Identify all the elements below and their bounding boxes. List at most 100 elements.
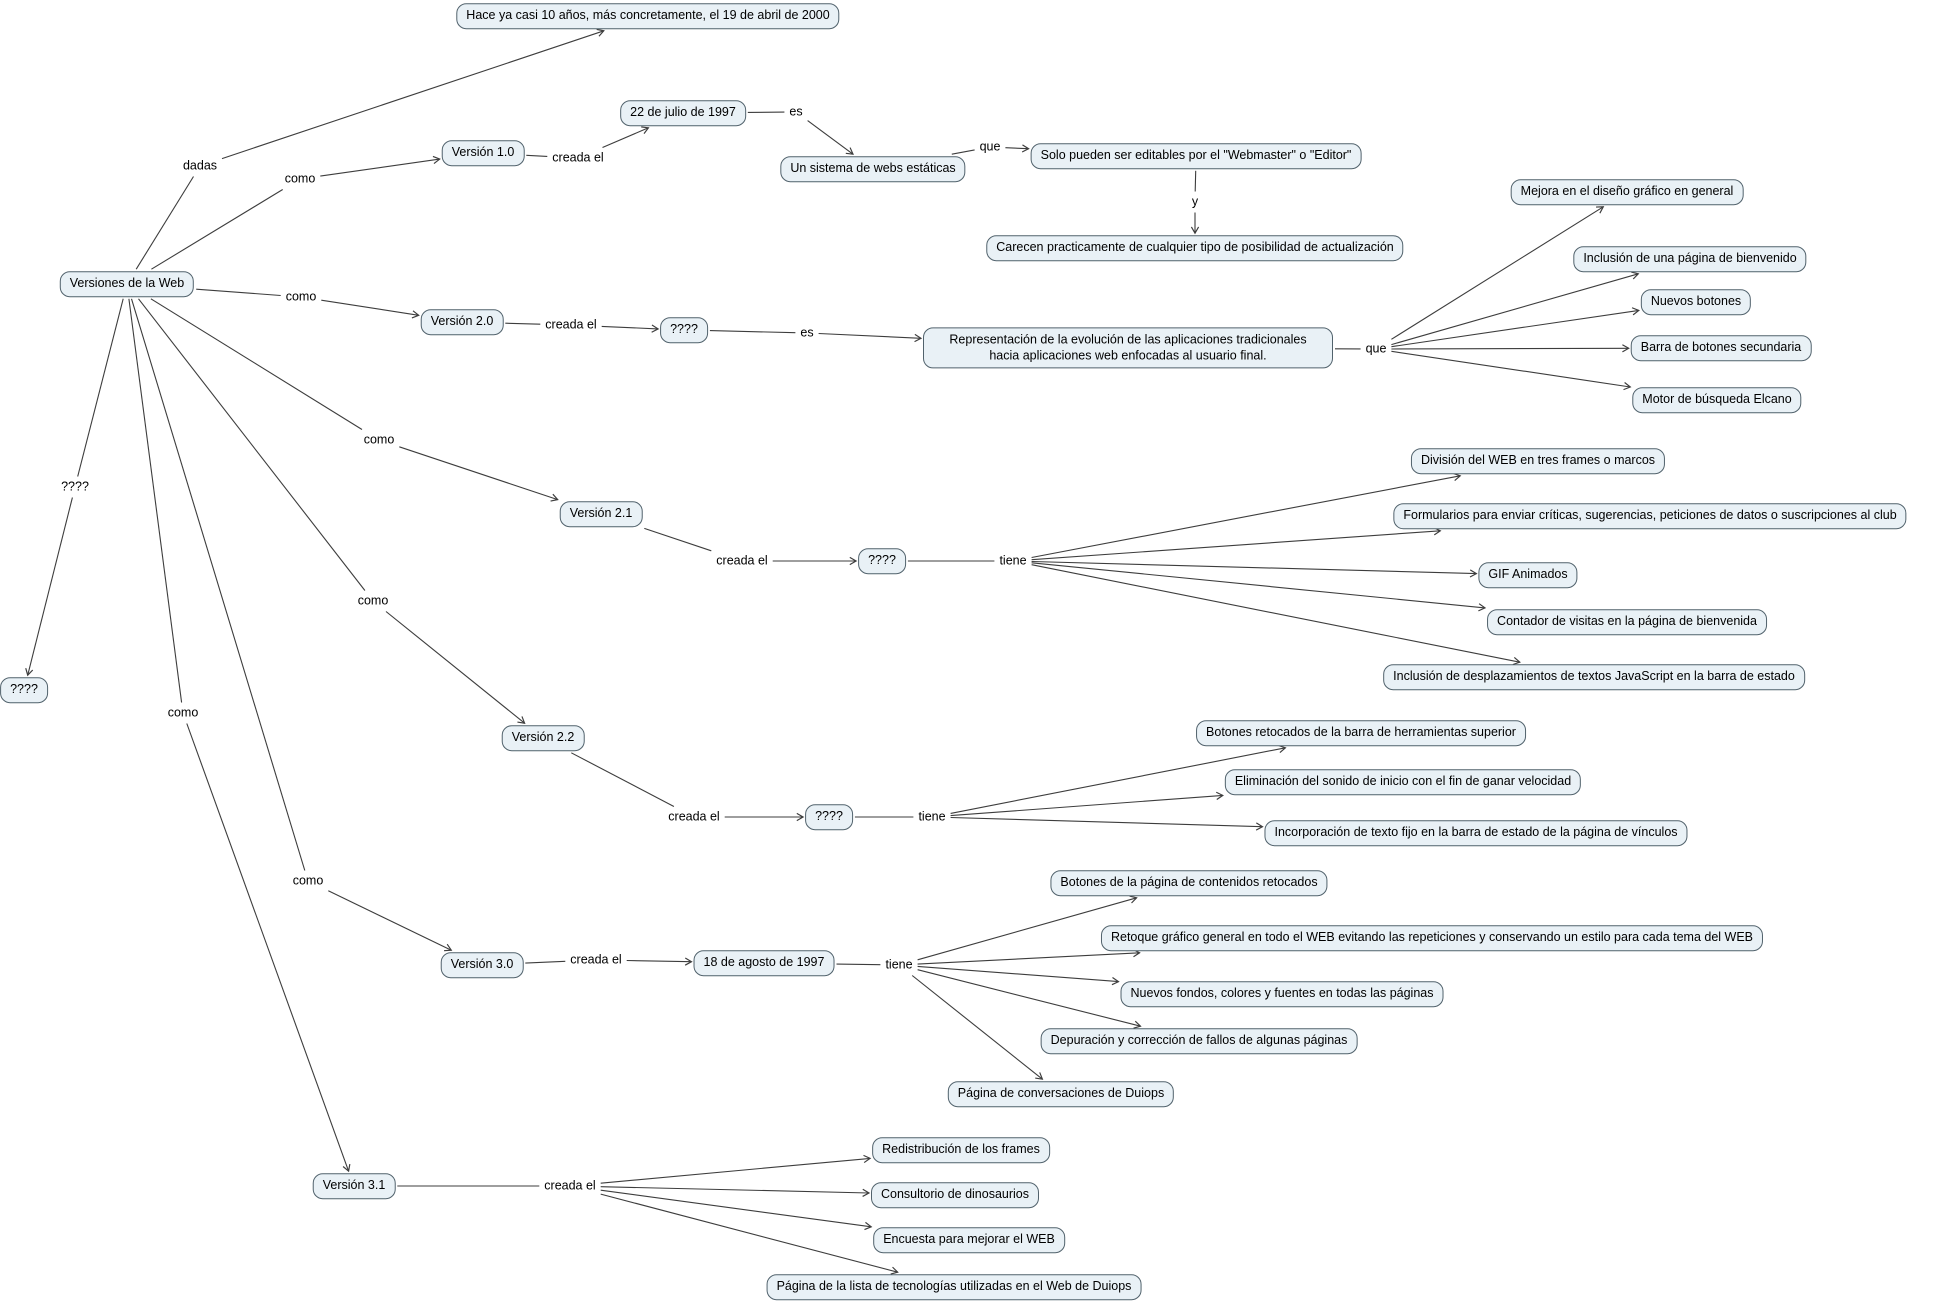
connector-line	[807, 120, 854, 155]
concept-version-2-0[interactable]: Versión 2.0	[420, 309, 504, 335]
link-label-que-interrogacion[interactable]: ????	[61, 479, 89, 494]
concept-fecha-2-2[interactable]: ????	[805, 804, 853, 830]
connector-line	[644, 527, 712, 552]
connector-line	[1031, 562, 1487, 612]
connector-line	[328, 890, 453, 952]
link-label-tiene-3[interactable]: tiene	[885, 957, 913, 972]
link-label-tiene-2[interactable]: tiene	[918, 809, 946, 824]
link-label-creada-el-2[interactable]: creada el	[545, 317, 597, 332]
link-label-como-2[interactable]: como	[285, 289, 317, 304]
connector-line	[1391, 271, 1640, 346]
link-label-que-1[interactable]: que	[979, 139, 1001, 154]
link-label-como-3[interactable]: como	[363, 432, 395, 447]
connector-line	[1391, 206, 1605, 340]
connector-line	[1031, 560, 1478, 578]
connector-line	[196, 288, 281, 297]
concept-version-2-2[interactable]: Versión 2.2	[501, 725, 585, 751]
connector-line	[917, 969, 1142, 1029]
concept-sistema-webs-estaticas[interactable]: Un sistema de webs estáticas	[780, 156, 966, 182]
concept-desplazamientos-javascript[interactable]: Inclusión de desplazamientos de textos J…	[1383, 664, 1805, 690]
connector-line	[151, 189, 283, 270]
concept-motor-busqueda-elcano[interactable]: Motor de búsqueda Elcano	[1632, 387, 1802, 413]
concept-versiones-web[interactable]: Versiones de la Web	[59, 271, 195, 297]
link-label-tiene-1[interactable]: tiene	[999, 553, 1027, 568]
link-label-como-5[interactable]: como	[292, 873, 324, 888]
concept-retoque-grafico[interactable]: Retoque gráfico general en todo el WEB e…	[1100, 925, 1764, 951]
connector-line	[130, 298, 306, 871]
link-label-creada-el-6[interactable]: creada el	[544, 1178, 596, 1193]
connector-line	[135, 176, 194, 270]
concept-fecha-2-1[interactable]: ????	[858, 548, 906, 574]
link-label-creada-el-1[interactable]: creada el	[552, 150, 604, 165]
concept-contador-visitas[interactable]: Contador de visitas en la página de bien…	[1487, 609, 1767, 635]
concept-version-1-0[interactable]: Versión 1.0	[441, 140, 525, 166]
link-label-como-4[interactable]: como	[357, 593, 389, 608]
connector-line	[600, 1193, 899, 1275]
concept-botones-retocados[interactable]: Botones retocados de la barra de herrami…	[1196, 720, 1526, 746]
concept-redistribucion-frames[interactable]: Redistribución de los frames	[872, 1137, 1050, 1163]
connector-line	[600, 1189, 873, 1231]
link-label-que-2[interactable]: que	[1365, 341, 1387, 356]
concept-dieciocho-agosto-1997[interactable]: 18 de agosto de 1997	[693, 950, 835, 976]
concept-barra-botones-secundaria[interactable]: Barra de botones secundaria	[1630, 335, 1812, 361]
concept-fecha-desconocida[interactable]: ????	[0, 677, 48, 703]
link-label-creada-el-3[interactable]: creada el	[716, 553, 768, 568]
link-label-es-1[interactable]: es	[789, 104, 803, 119]
connector-line	[1031, 564, 1521, 666]
connector-line	[600, 1154, 872, 1184]
link-label-creada-el-5[interactable]: creada el	[570, 952, 622, 967]
connector-line	[950, 744, 1287, 814]
connector-line	[385, 611, 526, 724]
connector-line	[1391, 350, 1632, 391]
concept-fecha-2-0[interactable]: ????	[660, 317, 708, 343]
concept-version-3-0[interactable]: Versión 3.0	[440, 952, 524, 978]
concept-representacion-evolucion[interactable]: Representación de la evolución de las ap…	[923, 327, 1333, 369]
connector-line	[951, 149, 975, 155]
connector-line	[917, 895, 1138, 961]
concept-formularios-club[interactable]: Formularios para enviar críticas, sugere…	[1393, 503, 1907, 529]
concept-encuesta-web[interactable]: Encuesta para mejorar el WEB	[873, 1227, 1065, 1253]
concept-division-frames[interactable]: División del WEB en tres frames o marcos	[1410, 448, 1666, 474]
concept-nuevos-botones[interactable]: Nuevos botones	[1640, 289, 1752, 315]
concept-version-3-1[interactable]: Versión 3.1	[312, 1173, 396, 1199]
connector-line	[818, 332, 923, 343]
connector-line	[77, 298, 124, 477]
link-label-como-1[interactable]: como	[284, 171, 316, 186]
connector-line	[1005, 144, 1030, 153]
connector-line	[505, 322, 541, 325]
concept-conversaciones-duiops[interactable]: Página de conversaciones de Duiops	[947, 1081, 1175, 1107]
concept-consultorio-dinosaurios[interactable]: Consultorio de dinosaurios	[870, 1182, 1040, 1208]
link-label-dadas[interactable]: dadas	[182, 158, 218, 173]
concept-gif-animados[interactable]: GIF Animados	[1478, 562, 1578, 588]
connector-line	[571, 752, 675, 807]
connector-line	[221, 28, 605, 160]
link-label-creada-el-4[interactable]: creada el	[668, 809, 720, 824]
concept-texto-fijo-vinculos[interactable]: Incorporación de texto fijo en la barra …	[1264, 820, 1688, 846]
connector-line	[150, 298, 363, 430]
link-label-y-1[interactable]: y	[1191, 194, 1199, 209]
concept-eliminacion-sonido[interactable]: Eliminación del sonido de inicio con el …	[1224, 769, 1582, 795]
connector-line	[626, 957, 693, 966]
connector-line	[526, 154, 548, 157]
concept-depuracion-fallos[interactable]: Depuración y corrección de fallos de alg…	[1040, 1028, 1358, 1054]
link-label-es-2[interactable]: es	[800, 325, 814, 340]
concept-botones-contenidos[interactable]: Botones de la página de contenidos retoc…	[1050, 870, 1328, 896]
connector-line	[25, 497, 73, 677]
concept-veintidos-julio-1997[interactable]: 22 de julio de 1997	[620, 100, 746, 126]
connector-line	[950, 791, 1224, 817]
concept-hace-10-anos[interactable]: Hace ya casi 10 años, más concretamente,…	[456, 3, 840, 29]
concept-carecen-actualizacion[interactable]: Carecen practicamente de cualquier tipo …	[986, 235, 1404, 261]
concept-mejora-diseno[interactable]: Mejora en el diseño gráfico en general	[1510, 179, 1744, 205]
concept-version-2-1[interactable]: Versión 2.1	[559, 501, 643, 527]
concept-nuevos-fondos[interactable]: Nuevos fondos, colores y fuentes en toda…	[1120, 981, 1444, 1007]
link-label-como-6[interactable]: como	[167, 705, 199, 720]
connector-line	[836, 963, 881, 966]
concept-solo-editables[interactable]: Solo pueden ser editables por el "Webmas…	[1030, 143, 1362, 169]
concept-tecnologias-duiops[interactable]: Página de la lista de tecnologías utiliz…	[766, 1274, 1142, 1300]
connector-line	[186, 723, 351, 1173]
connector-line	[602, 126, 650, 149]
connector-line	[399, 446, 559, 502]
connector-line	[1391, 344, 1630, 353]
concept-pagina-bienvenido[interactable]: Inclusión de una página de bienvenido	[1573, 246, 1807, 272]
connector-line	[1031, 527, 1442, 561]
